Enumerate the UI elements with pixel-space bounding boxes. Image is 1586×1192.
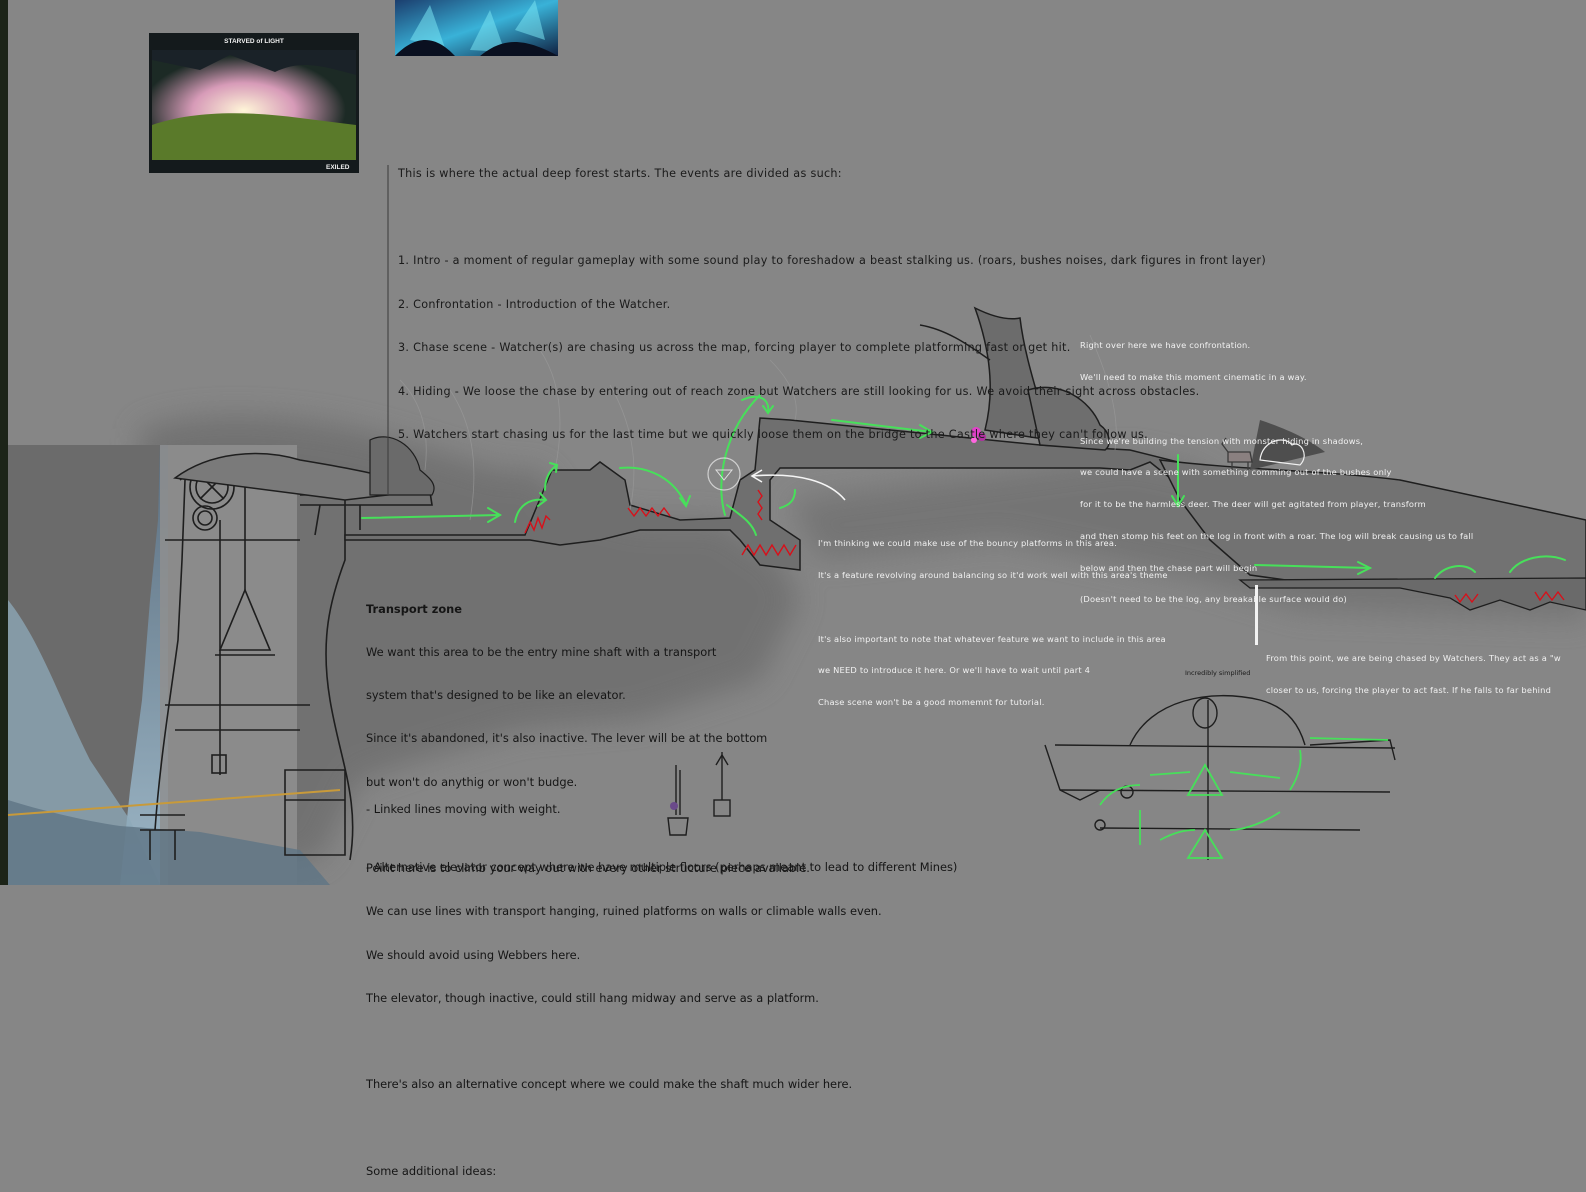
note-line: Since we're building the tension with mo…	[1080, 435, 1364, 446]
intro-description: This is where the actual deep forest sta…	[398, 138, 1266, 457]
shaft-panel	[160, 445, 297, 885]
note-line: It's also important to note that whateve…	[818, 633, 1166, 644]
linked-lines-sketch	[667, 752, 731, 836]
intro-item: 2. Confrontation - Introduction of the W…	[398, 297, 671, 311]
note-line: we could have a scene with something com…	[1080, 467, 1392, 478]
rope-line	[7, 789, 341, 816]
transport-line: We can use lines with transport hanging,…	[366, 904, 882, 919]
transport-title: Transport zone	[366, 601, 463, 616]
transport-line: We should avoid using Webbers here.	[366, 947, 581, 962]
note-line: for it to be the harmless deer. The deer…	[1080, 499, 1426, 510]
idea-linked-lines: - Linked lines moving with weight.	[366, 802, 561, 816]
transport-line: We want this area to be the entry mine s…	[366, 645, 717, 660]
small-character-icon	[670, 802, 678, 810]
transport-line: There's also an alternative concept wher…	[366, 1077, 853, 1092]
note-line: (Doesn't need to be the log, any breakab…	[1080, 594, 1347, 605]
level-sketch-canvas: STARVED of LIGHT EXILED	[0, 0, 1586, 885]
note-line: It's a feature revolving around balancin…	[818, 569, 1168, 580]
intro-item: 4. Hiding - We loose the chase by enteri…	[398, 384, 1200, 398]
cliff-bottom-dark	[8, 800, 330, 885]
terrain-main	[344, 417, 1586, 611]
transport-line: but won't do anythig or won't budge.	[366, 774, 578, 789]
intro-heading: This is where the actual deep forest sta…	[398, 167, 842, 180]
hazard-spikes	[524, 489, 1565, 604]
note-line: Right over here we have confrontation.	[1080, 340, 1251, 351]
transport-line: Since it's abandoned, it's also inactive…	[366, 731, 768, 746]
thumbnail-title: STARVED of LIGHT	[224, 38, 284, 45]
bouncy-platforms-note: I'm thinking we could make use of the bo…	[818, 517, 1168, 718]
watcher-marker	[707, 457, 741, 491]
note-line: Chase scene won't be a good momemnt for …	[818, 697, 1045, 708]
white-pointer-arrow	[751, 474, 846, 501]
transport-line: The elevator, though inactive, could sti…	[366, 990, 819, 1005]
crystal-trees	[395, 40, 558, 56]
intro-item: 3. Chase scene - Watcher(s) are chasing …	[398, 341, 1071, 354]
note-line: We'll need to make this moment cinematic…	[1080, 371, 1307, 382]
chase-note: From this point, we are being chased by …	[1266, 632, 1586, 706]
cap-bush	[369, 436, 435, 496]
note-line: From this point, we are being chased by …	[1266, 653, 1561, 664]
note-line: we NEED to introduce it here. Or we'll h…	[818, 665, 1091, 676]
white-pointer-arrowhead	[750, 469, 763, 483]
forest-thumbnail-canopy	[152, 50, 356, 75]
bush-outline	[1259, 439, 1305, 466]
intro-item: 5. Watchers start chasing us for the las…	[398, 428, 1149, 441]
deer-figure	[1221, 437, 1253, 470]
transport-line: Point here is to climb your way out with…	[366, 861, 810, 876]
movement-arrows	[361, 394, 1566, 579]
chase-start-marker	[1255, 585, 1258, 645]
watcher-marker-triangle	[714, 469, 734, 481]
note-line: below and then the chase part will begin	[1080, 562, 1258, 573]
confrontation-note: Right over here we have confrontation. W…	[1080, 319, 1473, 616]
thumbnail-logo: EXILED	[326, 164, 350, 171]
background-curves	[399, 334, 1117, 521]
diagonal-root	[1250, 420, 1325, 470]
transport-line: system that's designed to be like an ele…	[366, 688, 626, 703]
simplified-diagram-arrows	[1099, 737, 1389, 859]
transport-line: Some additional ideas:	[366, 1163, 497, 1178]
transport-zone-description: Transport zone We want this area to be t…	[366, 573, 882, 1192]
crystal-shapes	[410, 0, 545, 52]
player-character	[971, 427, 986, 443]
note-line: and then stomp his feet on the log in fr…	[1080, 530, 1474, 541]
note-line: closer to us, forcing the player to act …	[1266, 684, 1552, 695]
tree-trunk	[919, 306, 1110, 451]
forest-thumbnail-grass	[152, 113, 356, 160]
left-edge-strip	[0, 0, 8, 885]
simplified-diagram	[1044, 694, 1396, 860]
idea-alternative-elevator: - Alternative elevator concept where we …	[366, 860, 958, 874]
intro-item: 1. Intro - a moment of regular gameplay …	[398, 254, 1266, 267]
note-line: I'm thinking we could make use of the bo…	[818, 538, 1117, 549]
simplified-label: Incredibly simplified	[1185, 669, 1251, 677]
